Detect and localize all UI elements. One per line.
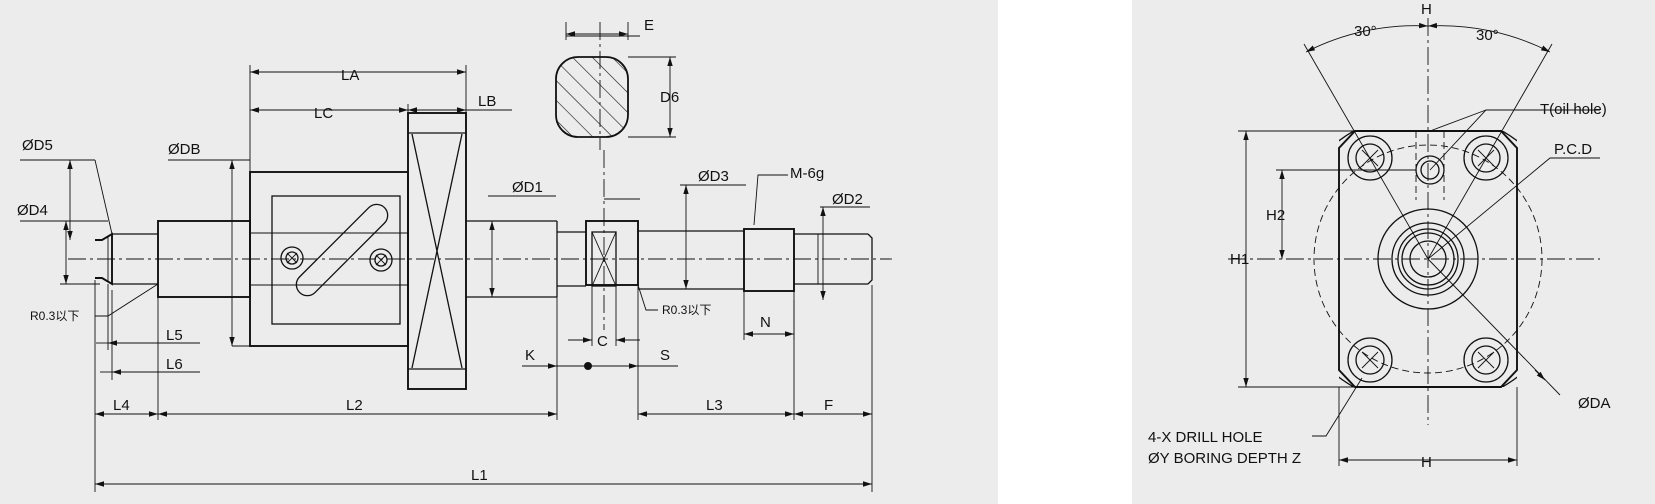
label-d5: ØD5 — [22, 137, 53, 154]
central-bore — [1377, 208, 1479, 310]
label-d4: ØD4 — [17, 202, 48, 219]
label-l4: L4 — [113, 397, 130, 414]
shaft-collar — [585, 220, 639, 286]
flange — [407, 112, 467, 390]
label-boring-depth: ØY BORING DEPTH Z — [1148, 450, 1301, 467]
label-d1: ØD1 — [512, 179, 543, 196]
label-h-bottom: H — [1421, 454, 1432, 471]
reference-point — [584, 362, 592, 370]
label-l5: L5 — [166, 327, 183, 344]
label-oil-hole: T(oil hole) — [1540, 101, 1607, 118]
return-tube — [295, 203, 389, 297]
label-drill-hole: 4-X DRILL HOLE — [1148, 429, 1263, 446]
label-d3: ØD3 — [698, 168, 729, 185]
end-view-panel — [1132, 0, 1655, 504]
label-h-top: H — [1421, 1, 1432, 18]
label-k: K — [525, 347, 535, 364]
label-lb: LB — [478, 93, 496, 110]
side-view-panel — [0, 0, 998, 504]
label-l6: L6 — [166, 356, 183, 373]
label-e: E — [644, 17, 654, 34]
nut-screw-right — [369, 248, 393, 272]
label-r-left: R0.3以下 — [30, 309, 79, 323]
label-r-right: R0.3以下 — [662, 303, 711, 317]
label-pcd: P.C.D — [1554, 141, 1592, 158]
label-d6: D6 — [660, 89, 679, 106]
pcd-circle — [1313, 144, 1543, 374]
label-l2: L2 — [346, 397, 363, 414]
oil-hole — [1415, 131, 1445, 200]
label-c: C — [597, 333, 608, 350]
label-h2: H2 — [1266, 207, 1285, 224]
label-da: ØDA — [1578, 395, 1611, 412]
label-d2: ØD2 — [832, 191, 863, 208]
label-l1: L1 — [471, 467, 488, 484]
left-chamfer-end — [95, 232, 113, 286]
cross-section-detail — [555, 22, 676, 150]
label-l3: L3 — [706, 397, 723, 414]
label-lc: LC — [314, 105, 333, 122]
side-view: ØD5 ØD4 ØDB LA LC LB ØD1 E D6 ØD3 M-6g Ø… — [17, 17, 892, 492]
end-view: 30° 30° H T(oil hole) P.C.D H2 H1 ØDA 4-… — [1148, 1, 1611, 471]
nut-screw-left — [280, 246, 304, 270]
end-flange-outline — [1338, 130, 1518, 388]
label-h1: H1 — [1230, 251, 1249, 268]
thread-section — [743, 228, 795, 292]
bolt-hole-bottom-right — [1463, 337, 1509, 383]
label-s: S — [660, 347, 670, 364]
nut-recess — [271, 195, 401, 325]
label-angle-right: 30° — [1476, 27, 1499, 44]
label-la: LA — [341, 67, 359, 84]
label-db: ØDB — [168, 141, 201, 158]
label-n: N — [760, 314, 771, 331]
bolt-hole-bottom-left — [1347, 337, 1393, 383]
label-m6g: M-6g — [790, 165, 824, 182]
label-angle-left: 30° — [1354, 23, 1377, 40]
label-f: F — [824, 397, 833, 414]
